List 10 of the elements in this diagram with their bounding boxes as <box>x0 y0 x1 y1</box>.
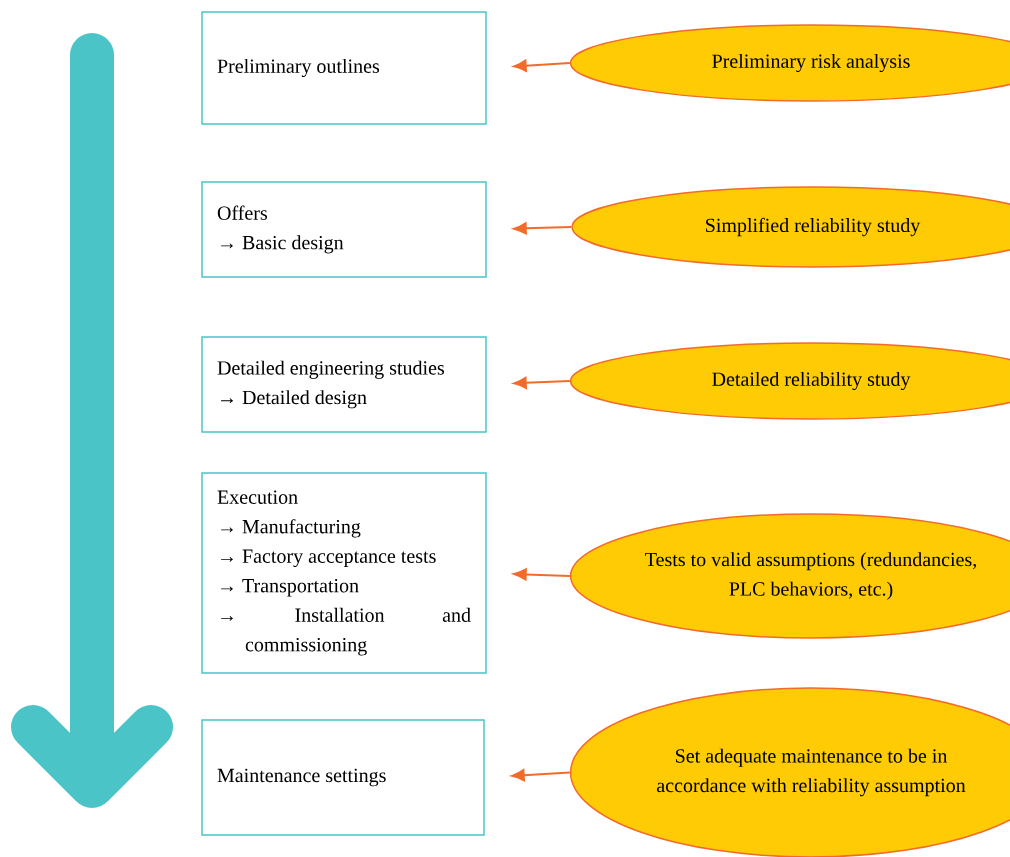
process-box: Execution → Manufacturing → Factory acceptance tests → Transportation → Installation and commissioning <box>201 472 487 674</box>
arrow <box>511 769 571 782</box>
process-box: Preliminary outlines <box>201 11 487 125</box>
process-box: Detailed engineering studies → Detailed design <box>201 336 487 433</box>
arrow <box>513 59 571 72</box>
arrow <box>513 222 573 235</box>
process-box: Offers → Basic design <box>201 181 487 278</box>
arrow <box>513 568 571 581</box>
process-box: Maintenance settings <box>201 719 485 836</box>
arrow <box>513 376 571 389</box>
